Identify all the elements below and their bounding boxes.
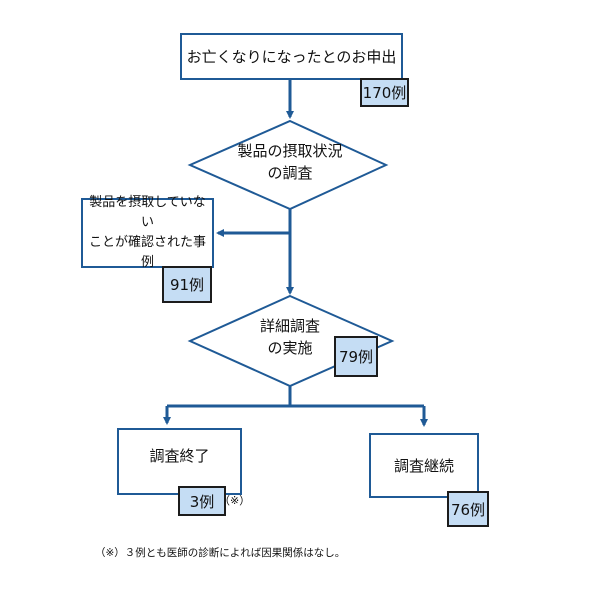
- continuing-label: 調査継続: [393, 457, 454, 475]
- intake-check-diamond: [187, 119, 389, 211]
- detail-diamond: [187, 294, 395, 388]
- start-box: お亡くなりになったとのお申出: [180, 33, 403, 80]
- not-ingested-count-badge: 91例: [162, 266, 212, 303]
- intake-check-label: 製品の摂取状況 の調査: [220, 141, 360, 185]
- ended-box: 調査終了: [117, 428, 242, 495]
- ended-count-badge: 3例: [178, 486, 226, 516]
- continuing-count: 76例: [450, 500, 486, 519]
- start-label: お亡くなりになったとのお申出: [186, 48, 397, 66]
- intake-check-line2: の調査: [267, 163, 313, 182]
- not-ingested-line2: ことが確認された事例: [88, 235, 206, 271]
- intake-check-line1: 製品の摂取状況: [237, 142, 343, 160]
- continuing-count-badge: 76例: [447, 491, 489, 527]
- ended-note-mark: （※）: [219, 494, 251, 507]
- not-ingested-count: 91例: [169, 276, 205, 294]
- start-count-badge: 170例: [360, 78, 409, 107]
- not-ingested-box: 製品を摂取していない ことが確認された事例: [81, 195, 214, 270]
- detail-line2: の実施: [267, 338, 313, 357]
- detail-label: 詳細調査 の実施: [240, 316, 340, 360]
- continuing-box: 調査継続: [369, 433, 479, 498]
- ended-label: 調査終了: [149, 447, 210, 465]
- start-count: 170例: [362, 84, 407, 102]
- ended-count: 3例: [189, 492, 215, 511]
- detail-count: 79例: [338, 348, 374, 366]
- not-ingested-line1: 製品を摂取していない: [89, 194, 206, 230]
- footnote: （※）３例とも医師の診断によれば因果関係はなし。: [95, 547, 346, 559]
- detail-line1: 詳細調査: [259, 317, 320, 335]
- detail-count-badge: 79例: [334, 336, 378, 377]
